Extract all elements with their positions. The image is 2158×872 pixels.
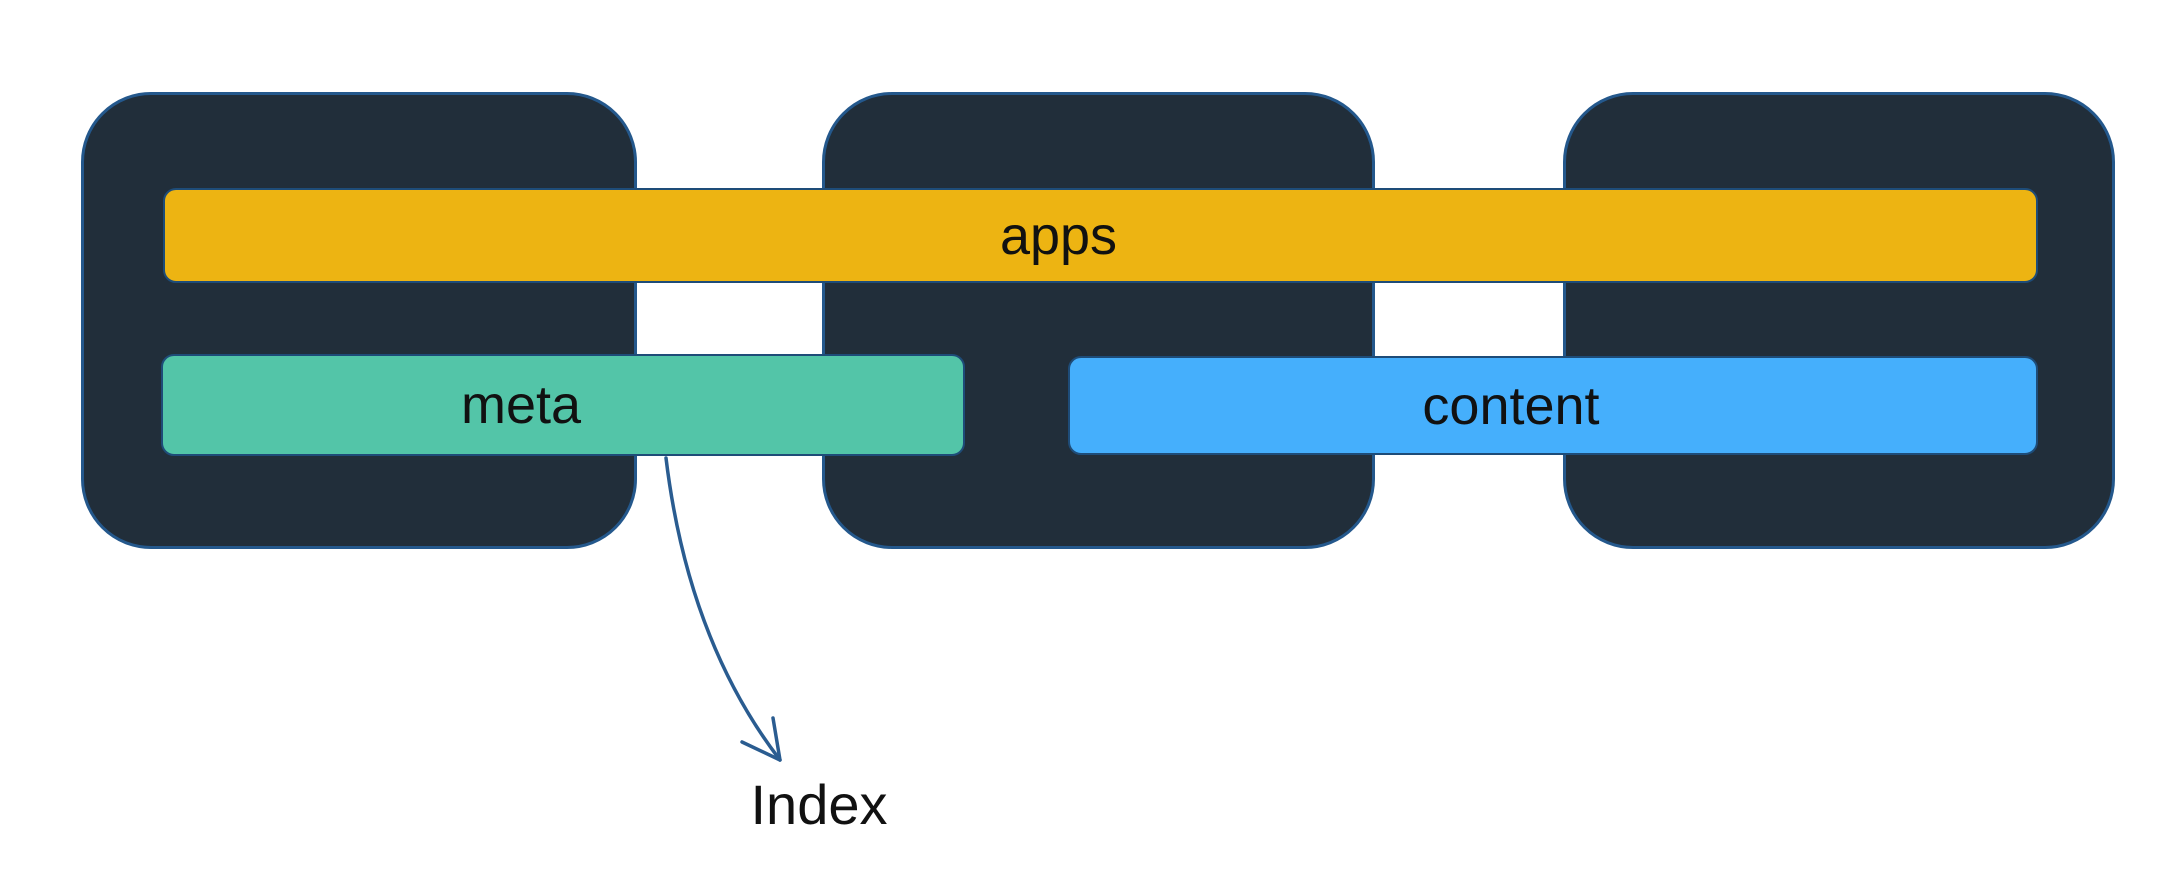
bar-content: content <box>1068 356 2038 455</box>
dark-block-right <box>1563 92 2115 549</box>
arrow-curve-line <box>664 456 782 762</box>
dark-block-left <box>81 92 637 549</box>
bar-meta-label: meta <box>460 375 582 435</box>
arrow-head-icon <box>740 716 782 762</box>
index-label: Index <box>750 773 888 836</box>
bar-apps: apps <box>163 188 2038 283</box>
bar-meta: meta <box>161 354 965 456</box>
bar-content-label: content <box>1422 375 1600 436</box>
bar-apps-label: apps <box>999 205 1118 266</box>
dark-block-middle <box>822 92 1375 549</box>
